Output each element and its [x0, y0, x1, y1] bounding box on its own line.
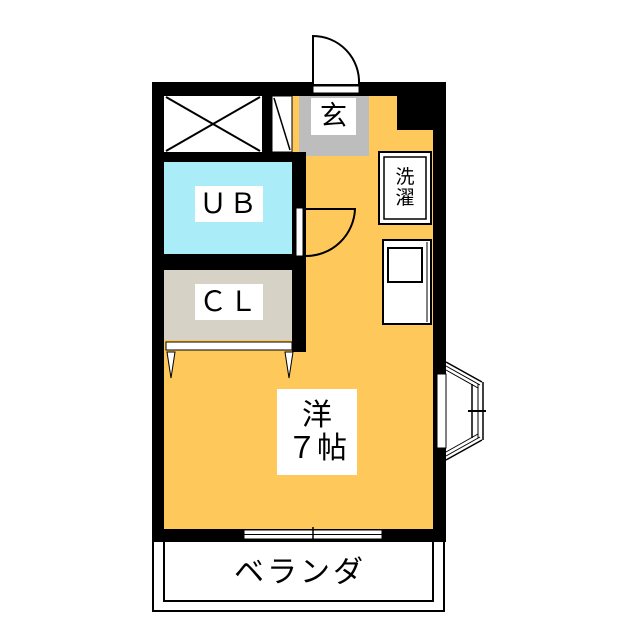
- laundry-label-line2: 濯: [395, 187, 415, 209]
- balcony-label: ベランダ: [234, 554, 366, 590]
- laundry-label-line1: 洗: [395, 166, 415, 189]
- unit-bath: [152, 152, 357, 270]
- western-room-label: 洋 ７帖: [277, 389, 357, 475]
- western-room-label-line1: 洋: [302, 398, 332, 433]
- bath-label: ＵＢ: [195, 186, 263, 222]
- outer-walls: [152, 82, 446, 542]
- closet: [164, 270, 306, 379]
- pipe-shaft-x: [164, 82, 272, 154]
- laundry-label: 洗 濯: [387, 160, 423, 216]
- pipe-shaft: [397, 82, 433, 130]
- bay-window: [436, 361, 486, 461]
- balcony-sliding-window: [243, 527, 383, 542]
- western-room-label-line2: ７帖: [287, 431, 347, 466]
- entrance-label: 玄: [311, 98, 356, 135]
- closet-label: ＣＬ: [195, 284, 263, 320]
- balcony: [152, 539, 445, 612]
- shoe-cabinet: [271, 95, 293, 153]
- kitchen-sink: [382, 239, 432, 325]
- front-door: [312, 34, 361, 94]
